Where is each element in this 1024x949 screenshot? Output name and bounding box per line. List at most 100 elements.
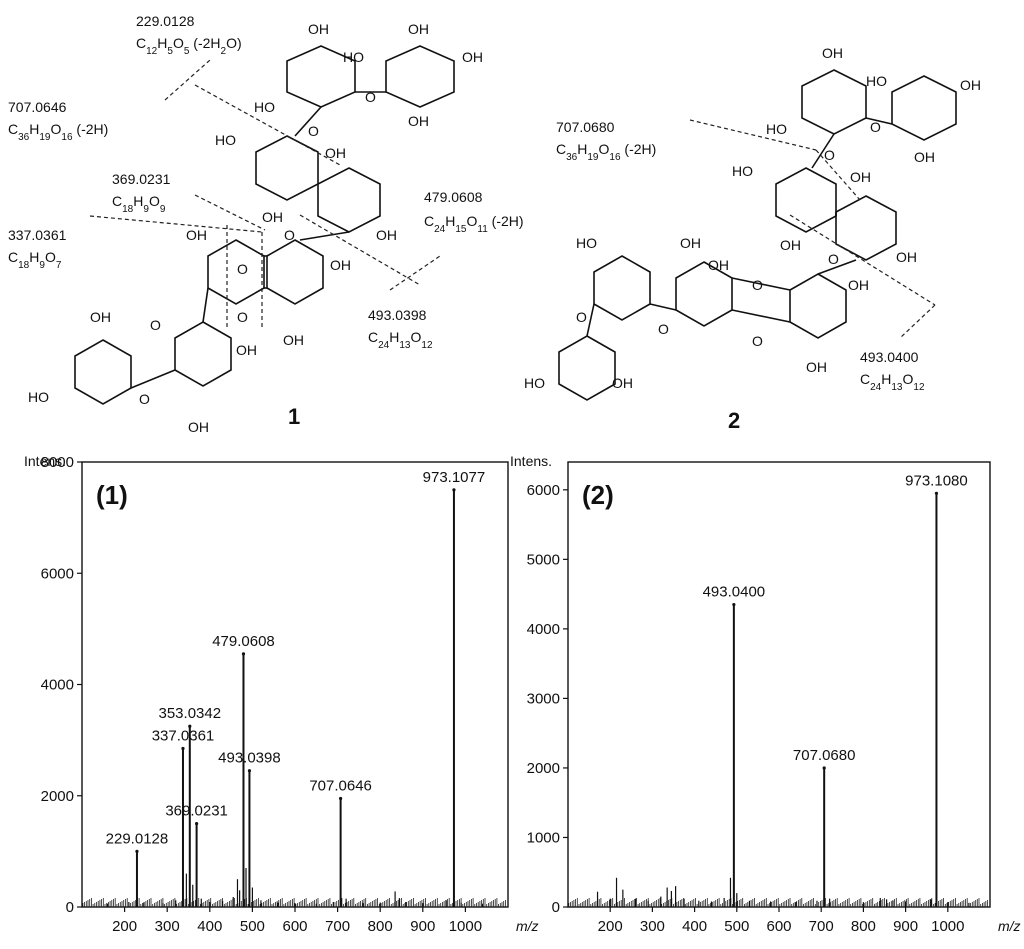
atom-oh: OH [708,257,729,273]
y-tick-label: 6000 [527,482,560,499]
bond [586,303,595,337]
x-tick-label: 900 [410,918,435,935]
atom-ho: HO [576,235,597,251]
atom-o: O [237,261,248,277]
x-tick-label: 800 [851,918,876,935]
ring [789,273,847,339]
ring [558,335,616,401]
y-tick-label: 1000 [527,829,560,846]
atom-o: O [752,277,763,293]
atom-ho: HO [215,132,236,148]
bond [817,259,857,275]
x-tick-label: 900 [893,918,918,935]
cleavage-line [164,59,211,101]
atom-ho: HO [524,375,545,391]
y-tick-label: 6000 [41,565,74,582]
atom-ho: HO [732,163,753,179]
atom-oh: OH [612,375,633,391]
y-tick-label: 2000 [527,760,560,777]
noise-baseline [568,898,988,907]
atom-oh: OH [850,169,871,185]
ring [266,239,324,305]
peak-marker [135,849,139,853]
fragment-mass: 337.0361 [8,227,67,243]
x-tick-label: 300 [640,918,665,935]
cleavage-line [789,214,936,306]
atom-o: O [365,89,376,105]
atom-oh: OH [186,227,207,243]
peak-marker [188,724,192,728]
bond [649,303,677,311]
atom-oh: OH [325,145,346,161]
ring [174,321,232,387]
ring [835,195,897,261]
bond [130,369,176,389]
x-axis-title: m/z [998,918,1021,934]
ring [74,339,132,405]
atom-oh: OH [90,309,111,325]
y-tick-label: 0 [66,899,74,916]
y-tick-label: 8000 [41,454,74,471]
y-tick-label: 0 [552,899,560,916]
peak-label: 707.0680 [793,747,856,764]
peak-label: 369.0231 [165,803,228,820]
structure-2: OH HO OH HO O OH O HO OH OH OH HO OH OH … [524,45,981,433]
atom-o: O [237,309,248,325]
x-tick-label: 400 [682,918,707,935]
atom-oh: OH [914,149,935,165]
atom-oh: OH [188,419,209,435]
compound-label: 2 [728,408,740,433]
fragment-formula: C18H9O9 [112,193,166,215]
atom-o: O [752,333,763,349]
noise-baseline [82,898,506,907]
atom-oh: OH [236,342,257,358]
fragment-mass: 493.0398 [368,307,427,323]
x-tick-label: 200 [598,918,623,935]
atom-o: O [284,227,295,243]
fragment-mass: 707.0646 [8,99,67,115]
atom-o: O [308,123,319,139]
compound-label: 1 [288,404,300,429]
ring [593,255,651,321]
fragment-formula: C18H9O7 [8,249,62,271]
fragment-mass: 493.0400 [860,349,919,365]
atom-oh: OH [308,21,329,37]
atom-oh: OH [780,237,801,253]
fragment-mass: 369.0231 [112,171,171,187]
fragment-mass: 229.0128 [136,13,195,29]
atom-oh: OH [408,113,429,129]
atom-o: O [150,317,161,333]
peak-marker [181,746,185,751]
atom-ho: HO [866,73,887,89]
peak-label: 337.0361 [152,727,215,744]
peak-marker [247,769,252,773]
atom-o: O [824,147,835,163]
peak-label: 973.1080 [905,472,968,489]
fragment-formula: C36H19O16 (-2H) [8,121,108,143]
bond [294,106,322,137]
ring [255,135,319,201]
cleavage-line [194,194,266,231]
atom-o: O [576,309,587,325]
peak-label: 707.0646 [309,778,372,795]
structure-1: OH OH OH HO HO OH O O HO OH OH OH O OH O… [8,13,524,435]
x-tick-label: 300 [155,918,180,935]
atom-oh: OH [330,257,351,273]
peak-label: 493.0398 [218,750,281,767]
cleavage-line [899,304,936,339]
y-tick-label: 4000 [41,677,74,694]
y-axis-title: Intens. [24,453,66,469]
panel-label: (1) [96,480,128,510]
plot-frame [567,461,991,908]
fragment-formula: C12H5O5 (-2H2O) [136,35,242,57]
fragment-formula: C24H13O12 [860,371,925,393]
fragment-mass: 479.0608 [424,189,483,205]
x-tick-label: 200 [112,918,137,935]
atom-ho: HO [766,121,787,137]
x-tick-label: 600 [766,918,791,935]
atom-oh: OH [848,277,869,293]
atom-oh: OH [408,21,429,37]
x-tick-label: 1000 [449,918,482,935]
